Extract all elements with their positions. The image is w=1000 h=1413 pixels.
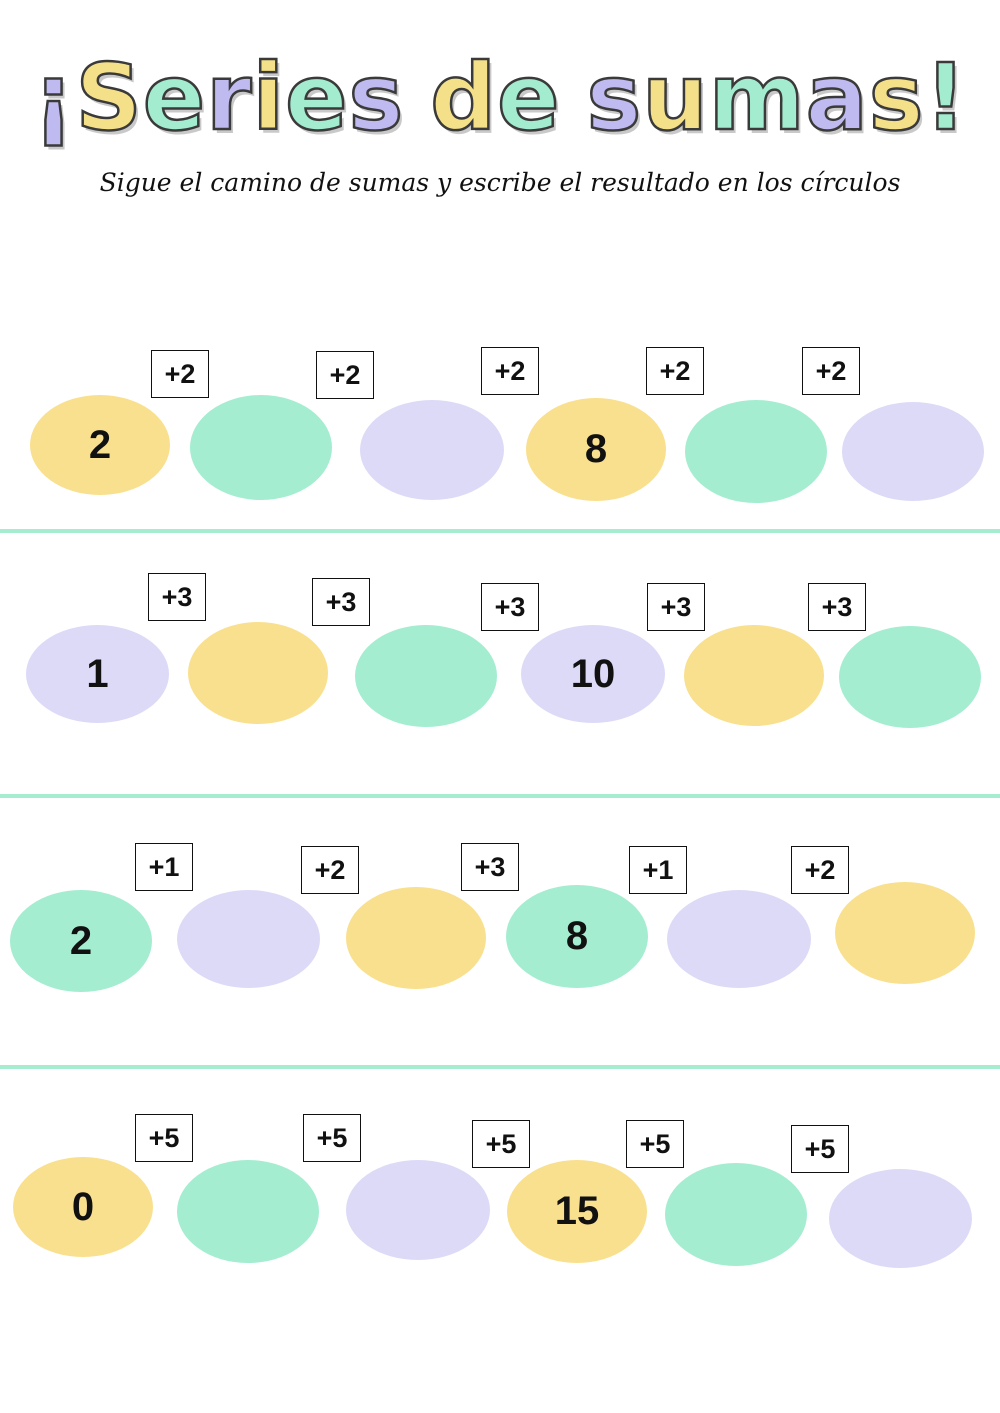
title-letter (404, 38, 430, 158)
number-circle: 8 (526, 398, 666, 501)
addition-box: +5 (472, 1120, 530, 1168)
answer-circle[interactable] (346, 887, 486, 989)
answer-circle[interactable] (667, 890, 811, 988)
addition-box: +5 (791, 1125, 849, 1173)
page-title: ¡Series de sumas! (0, 38, 1000, 158)
title-letter: s (585, 43, 643, 153)
answer-circle[interactable] (188, 622, 328, 724)
addition-box: +3 (647, 583, 705, 631)
number-circle: 10 (521, 625, 665, 723)
title-letter: e (141, 43, 207, 153)
addition-box: +2 (316, 351, 374, 399)
title-letter: ¡ (31, 43, 76, 153)
answer-circle[interactable] (360, 400, 504, 500)
title-letter: s (347, 43, 405, 153)
number-circle: 0 (13, 1157, 153, 1257)
addition-box: +3 (312, 578, 370, 626)
addition-box: +3 (481, 583, 539, 631)
addition-box: +2 (301, 846, 359, 894)
addition-box: +2 (646, 347, 704, 395)
number-circle: 1 (26, 625, 169, 723)
addition-box: +3 (808, 583, 866, 631)
addition-box: +5 (303, 1114, 361, 1162)
addition-box: +2 (481, 347, 539, 395)
title-letter (561, 38, 587, 158)
addition-box: +5 (626, 1120, 684, 1168)
addition-box: +1 (629, 846, 687, 894)
title-letter: u (641, 43, 709, 153)
title-letter: i (251, 43, 286, 153)
title-letter: S (74, 43, 143, 153)
title-letter: ! (923, 43, 968, 153)
title-letter: e (284, 43, 349, 153)
answer-circle[interactable] (842, 402, 984, 501)
answer-circle[interactable] (685, 400, 827, 503)
addition-box: +2 (151, 350, 209, 398)
answer-circle[interactable] (684, 625, 824, 726)
addition-box: +3 (461, 843, 519, 891)
answer-circle[interactable] (835, 882, 975, 984)
answer-circle[interactable] (839, 626, 981, 728)
title-letter: a (804, 43, 869, 153)
row-divider (0, 794, 1000, 798)
title-letter: r (205, 43, 253, 153)
row-divider (0, 529, 1000, 533)
answer-circle[interactable] (190, 395, 332, 500)
addition-box: +2 (802, 347, 860, 395)
number-circle: 2 (10, 890, 152, 992)
answer-circle[interactable] (665, 1163, 807, 1266)
addition-box: +1 (135, 843, 193, 891)
number-circle: 8 (506, 885, 648, 988)
number-circle: 2 (30, 395, 170, 495)
answer-circle[interactable] (177, 1160, 319, 1263)
addition-box: +2 (791, 846, 849, 894)
title-letter: d (429, 43, 498, 153)
instructions: Sigue el camino de sumas y escribe el re… (99, 168, 901, 197)
answer-circle[interactable] (177, 890, 320, 988)
title-letter: m (708, 43, 806, 153)
row-divider (0, 1065, 1000, 1069)
addition-box: +3 (148, 573, 206, 621)
title-letter: s (868, 43, 925, 153)
answer-circle[interactable] (829, 1169, 972, 1268)
number-circle: 15 (507, 1160, 647, 1263)
answer-circle[interactable] (355, 625, 497, 727)
answer-circle[interactable] (346, 1160, 490, 1260)
addition-box: +5 (135, 1114, 193, 1162)
title-letter: e (496, 43, 561, 153)
